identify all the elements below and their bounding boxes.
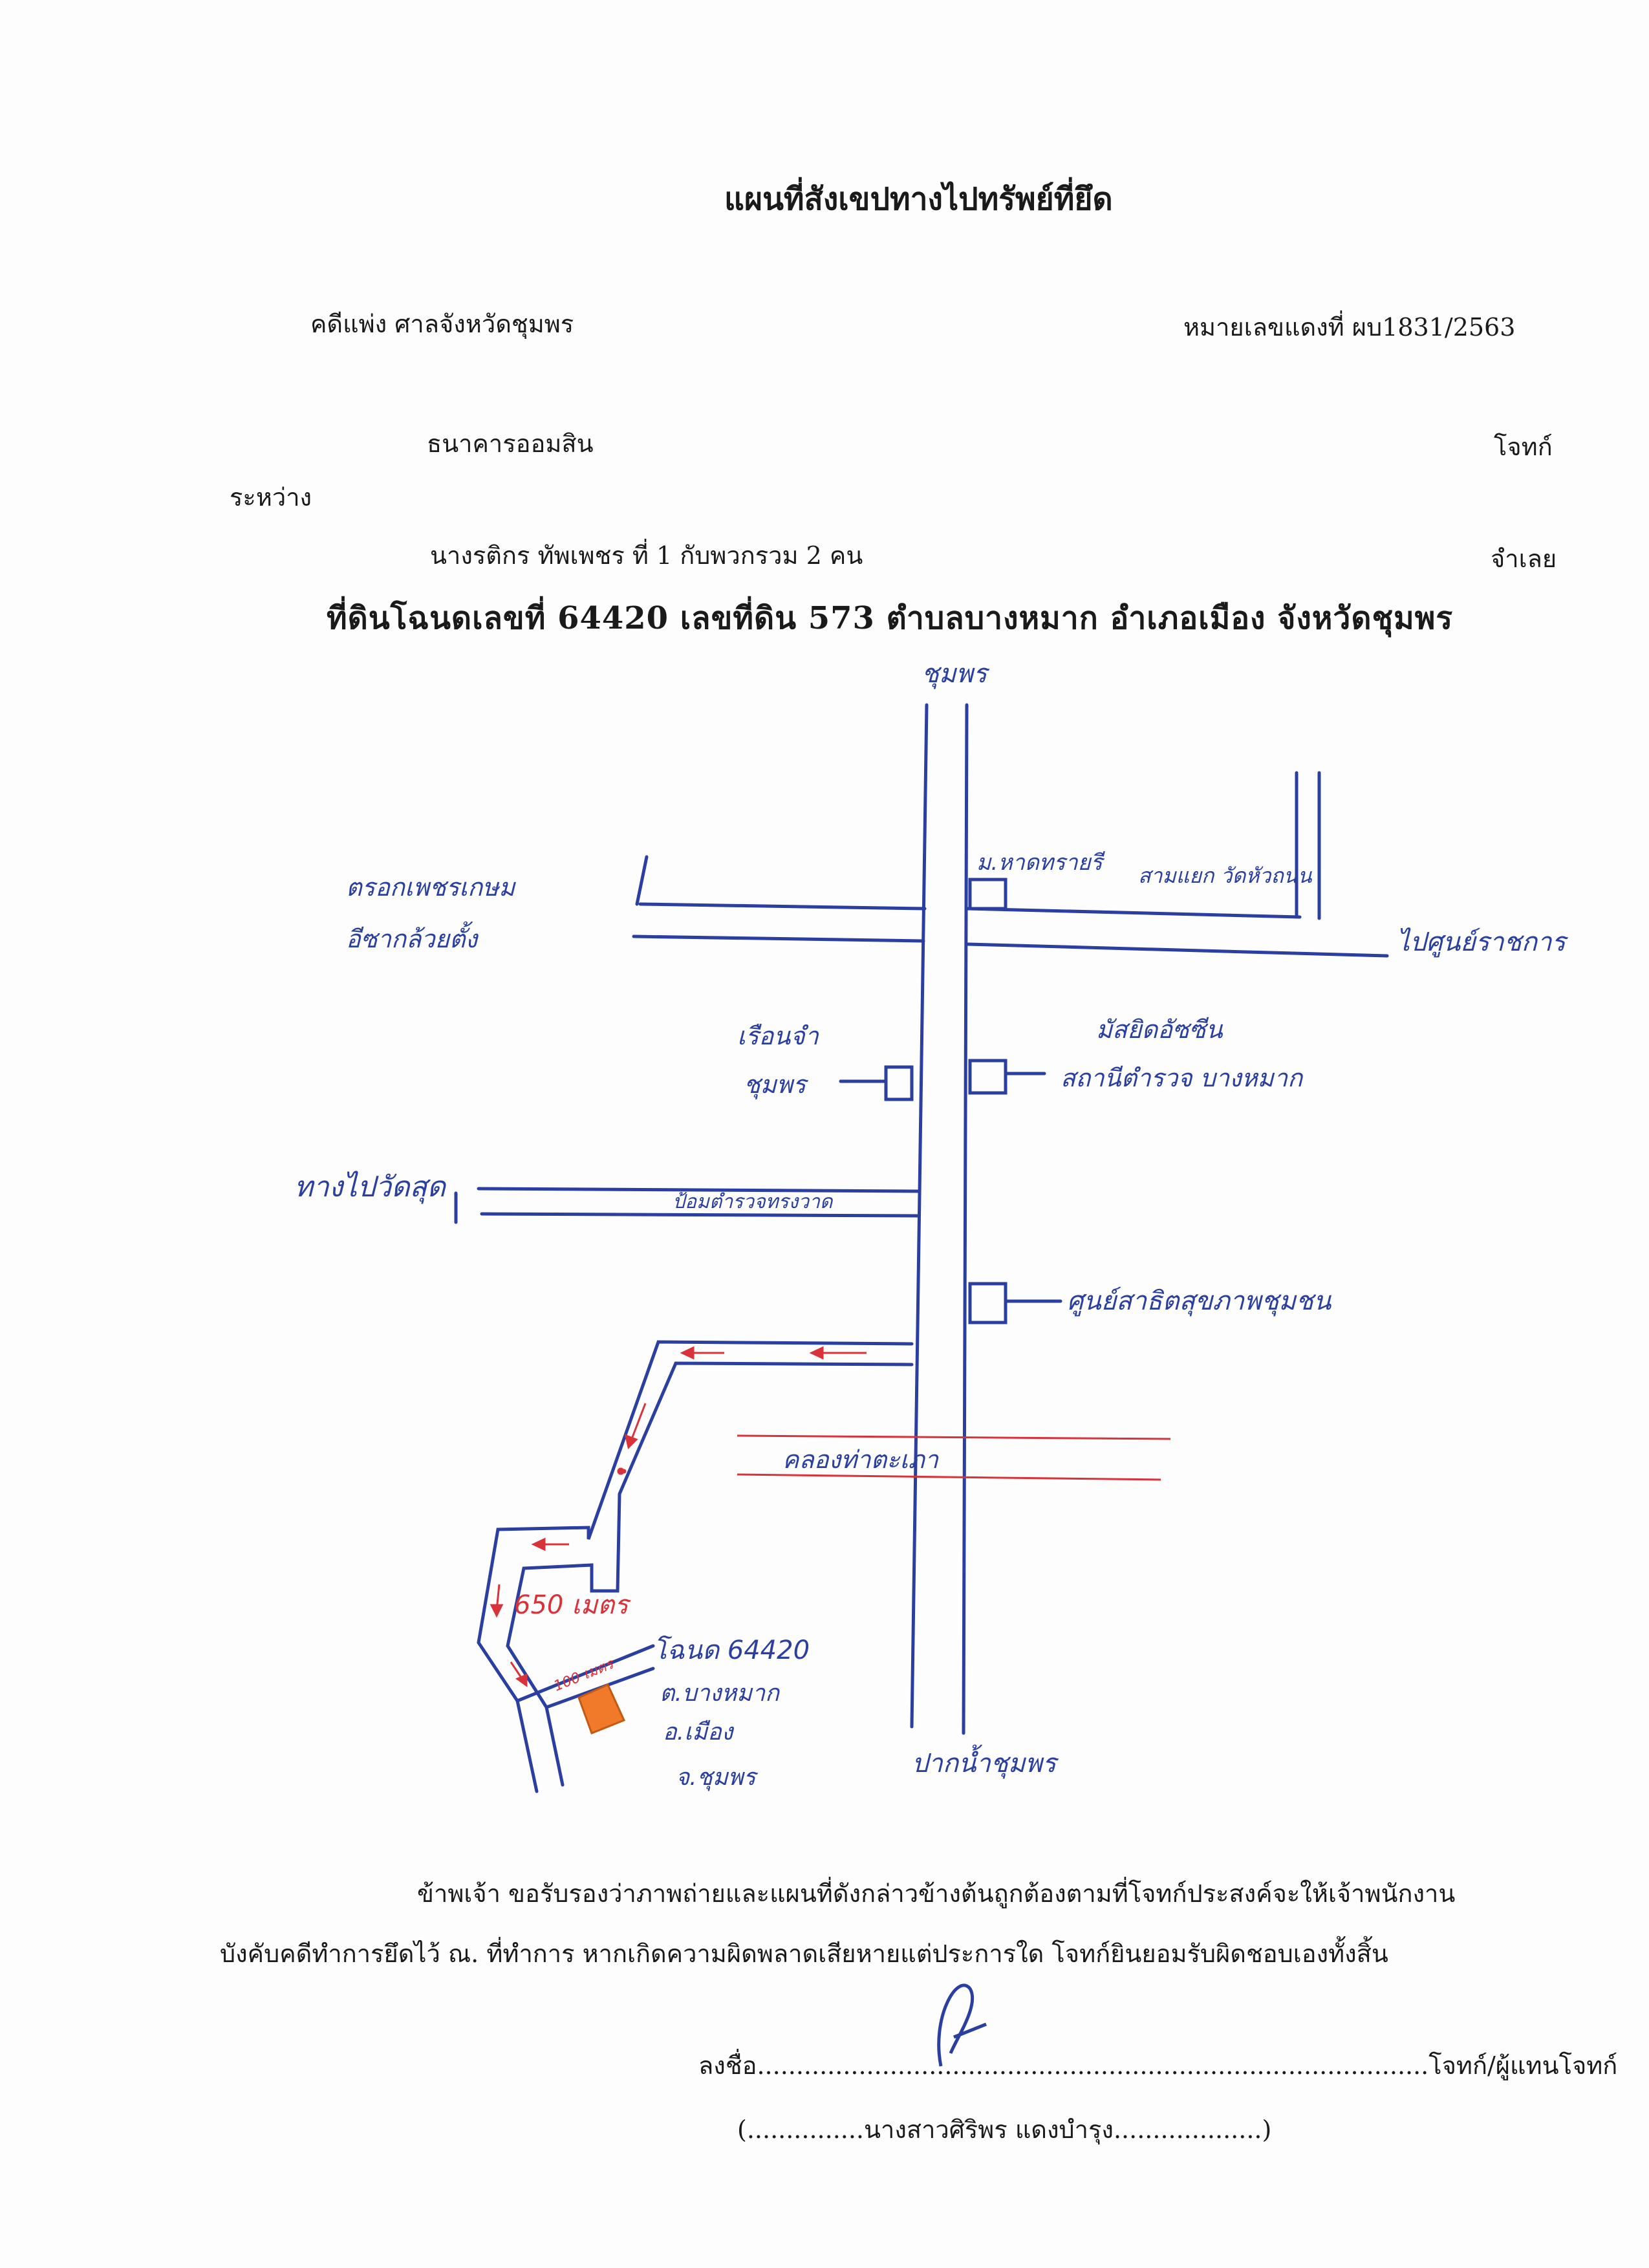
label-left-road: ทางไปวัดสุด (294, 1171, 447, 1204)
upper-road-top-right (965, 907, 1302, 919)
land-title: ที่ดินโฉนดเลขที่ 64420 เลขที่ดิน 573 ตำบ… (327, 600, 1454, 636)
defendant-name: นางรติกร ทัพเพชร ที่ 1 กับพวกรวม 2 คน (430, 541, 863, 570)
label-plot-4: จ.ชุมพร (676, 1764, 759, 1791)
label-left-mid-1: เรือนจำ (737, 1022, 819, 1050)
upper-road-bottom-left (632, 934, 925, 943)
main-road-right-edge (962, 703, 969, 1735)
plaintiff-role: โจทก์ (1494, 433, 1553, 461)
certification-line-1: ข้าพเจ้า ขอรับรองว่าภาพถ่ายและแผนที่ดังก… (417, 1879, 1456, 1908)
label-right-mid-2: สถานีตำรวจ บางหมาก (1061, 1064, 1304, 1092)
canal-top-edge (737, 1434, 1171, 1440)
left-road-top (477, 1187, 920, 1193)
canal-bottom-edge (737, 1473, 1161, 1481)
label-left-upper-2: อีซากล้วยตั้ง (346, 921, 479, 953)
label-top-road: ชุมพร (921, 659, 990, 689)
signature-mark (937, 1983, 987, 2067)
label-right-lower: ศูนย์สาธิตสุขภาพชุมชน (1067, 1286, 1332, 1317)
signature-line: ลงชื่อ..................................… (698, 2051, 1618, 2080)
label-distance-1: 650 เมตร (514, 1590, 631, 1620)
label-right-upper: ไปศูนย์ราชการ (1397, 927, 1568, 958)
plot-marker (577, 1683, 626, 1734)
upper-road-top-left (638, 902, 927, 911)
between-label: ระหว่าง (230, 483, 312, 512)
case-type: คดีแพ่ง ศาลจังหวัดชุมพร (310, 310, 574, 338)
label-school: ม.หาดทรายรี (976, 850, 1106, 876)
label-left-road-right: ป้อมตำรวจทรงวาด (673, 1191, 834, 1213)
defendant-role: จำเลย (1491, 545, 1557, 573)
label-left-mid-2: ชุมพร (744, 1070, 809, 1099)
label-bottom-road: ปากน้ำชุมพร (912, 1744, 1059, 1779)
plaintiff-name: ธนาคารออมสิน (427, 429, 594, 458)
label-right-mid-1: มัสยิดอัซซีน (1096, 1015, 1223, 1044)
document-title: แผนที่สังเขปทางไปทรัพย์ที่ยึด (724, 181, 1113, 217)
left-road-bottom (480, 1212, 920, 1218)
label-shop: สามแยก วัดหัวถนน (1138, 863, 1313, 888)
upper-road-bottom-right (966, 942, 1389, 958)
label-plot-1: โฉนด 64420 (653, 1635, 810, 1665)
label-left-upper-1: ตรอกเพชรเกษม (346, 873, 516, 902)
label-plot-2: ต.บางหมาก (660, 1680, 781, 1707)
label-canal: คลองท่าตะเภา (782, 1445, 940, 1474)
case-number: หมายเลขแดงที่ ผบ1831/2563 (1183, 313, 1516, 341)
signer-name: (...............นางสาวศิริพร แดงบำรุง...… (737, 2115, 1272, 2144)
label-plot-3: อ.เมือง (663, 1719, 735, 1745)
certification-line-2: บังคับคดีทำการยึดไว้ ณ. ที่ทำการ หากเกิด… (220, 1939, 1388, 1968)
